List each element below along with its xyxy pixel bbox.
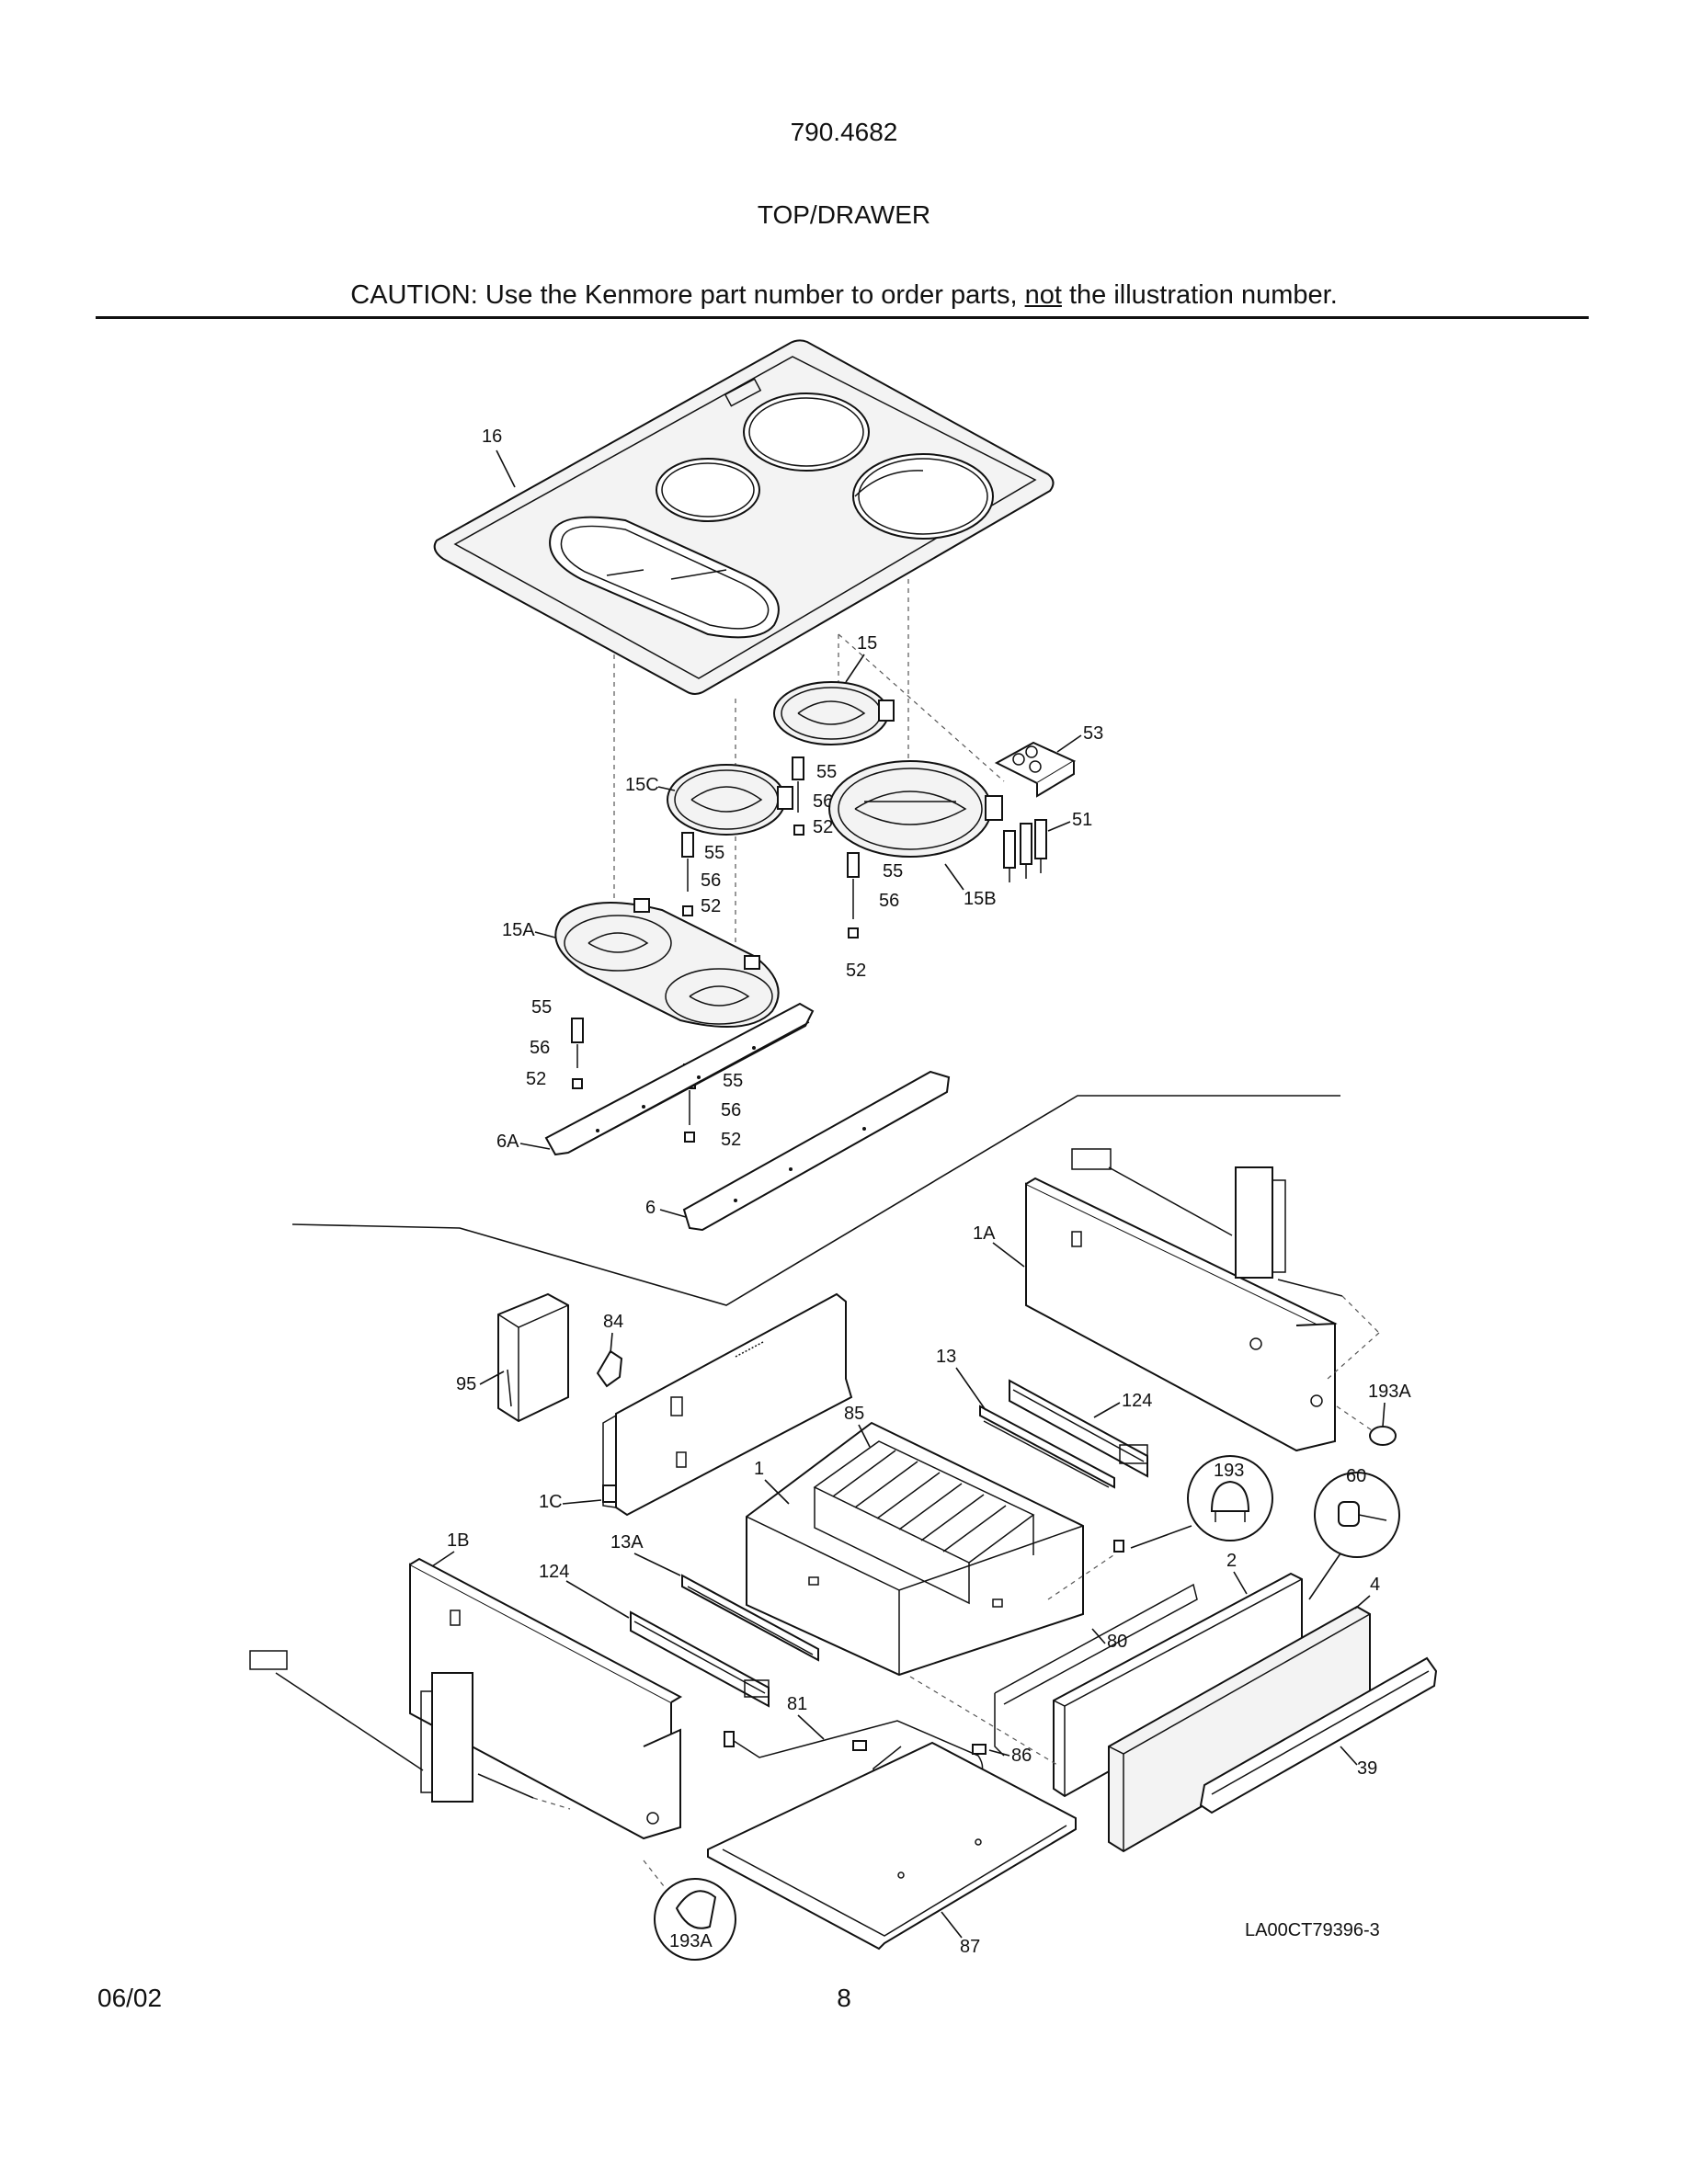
callout-1a: 1A <box>973 1223 996 1244</box>
caution-text-end: the illustration number. <box>1061 280 1338 310</box>
callout-52e: 52 <box>721 1130 741 1150</box>
oven-rack-85 <box>813 1440 1035 1605</box>
callout-1b: 1B <box>447 1530 469 1551</box>
revision-date: 06/02 <box>97 1984 163 2012</box>
callout-52b: 52 <box>701 896 721 916</box>
clip-84 <box>596 1349 623 1388</box>
hardware-set-a <box>792 756 804 836</box>
callout-53: 53 <box>1083 723 1103 744</box>
drawer-pan-1 <box>746 1421 1084 1677</box>
callout-124b: 124 <box>539 1562 569 1582</box>
callout-52c: 52 <box>846 961 866 981</box>
callout-87: 87 <box>960 1937 980 1957</box>
callout-51: 51 <box>1072 810 1092 830</box>
callout-193a-bottom: 193A <box>669 1931 713 1951</box>
callout-15b: 15B <box>964 889 997 909</box>
callout-16: 16 <box>482 427 502 447</box>
cooktop-burner-ring-rear-left <box>743 392 870 472</box>
callout-60: 60 <box>1346 1466 1366 1486</box>
callout-95: 95 <box>456 1374 476 1394</box>
callout-4: 4 <box>1370 1575 1380 1595</box>
screw-60-detail <box>1314 1472 1400 1558</box>
hardware-set-d <box>571 1018 584 1089</box>
surface-element-15b <box>828 760 1003 858</box>
rear-panel-1c <box>602 1292 853 1517</box>
page-number: 8 <box>837 1984 851 2012</box>
side-panel-1a <box>1025 1148 1343 1452</box>
surface-element-15 <box>773 681 895 745</box>
callout-13: 13 <box>936 1347 956 1367</box>
callout-6: 6 <box>645 1198 656 1218</box>
plug-button-193a-bottom-detail <box>654 1878 736 1961</box>
callout-81: 81 <box>787 1694 807 1714</box>
hardware-set-c <box>847 852 860 938</box>
callout-1c: 1C <box>539 1492 563 1512</box>
callout-85: 85 <box>844 1404 864 1424</box>
drawing-id: LA00CT79396-3 <box>1245 1920 1380 1940</box>
caution-emphasis: not <box>1024 280 1062 310</box>
callout-55e: 55 <box>723 1071 743 1091</box>
callout-55c: 55 <box>883 861 903 882</box>
drawer-bottom-87 <box>707 1741 1077 1951</box>
callout-56d: 56 <box>530 1038 550 1058</box>
callout-55a: 55 <box>816 762 837 782</box>
callout-55d: 55 <box>531 997 552 1018</box>
plug-button-193a-top <box>1369 1426 1397 1446</box>
callout-15c: 15C <box>625 775 659 795</box>
drawer-handle-39 <box>1199 1656 1438 1814</box>
callout-52a: 52 <box>813 817 833 837</box>
callout-56a: 56 <box>813 791 833 812</box>
callout-193a-top: 193A <box>1368 1382 1411 1402</box>
callout-15: 15 <box>857 633 877 654</box>
cooktop-glass-16 <box>433 339 1055 695</box>
callout-39: 39 <box>1357 1758 1377 1779</box>
callout-55b: 55 <box>704 843 724 863</box>
callout-13a: 13A <box>610 1532 644 1553</box>
header-divider <box>96 316 1589 319</box>
support-bracket-6a <box>544 1002 815 1156</box>
callout-6a: 6A <box>496 1132 519 1152</box>
hardware-set-b <box>681 832 694 916</box>
callout-80: 80 <box>1107 1632 1127 1652</box>
support-bracket-6 <box>682 1070 951 1232</box>
caution-notice: CAUTION: Use the Kenmore part number to … <box>0 280 1688 311</box>
callout-124a: 124 <box>1122 1391 1152 1411</box>
callout-56c: 56 <box>879 891 899 911</box>
section-title: TOP/DRAWER <box>757 200 931 229</box>
surface-element-15c <box>667 764 793 836</box>
callout-1: 1 <box>754 1459 764 1479</box>
callout-84: 84 <box>603 1312 623 1332</box>
callout-56e: 56 <box>721 1100 741 1120</box>
callout-52d: 52 <box>526 1069 546 1089</box>
wire-connectors-51 <box>1003 819 1047 882</box>
bridge-element-15a <box>554 898 780 1029</box>
plug-button-193-detail <box>1187 1455 1273 1541</box>
callout-86: 86 <box>1011 1746 1032 1766</box>
drawer-slide-124-left <box>630 1610 770 1708</box>
model-number: 790.4682 <box>790 118 898 146</box>
drawer-slide-13a <box>681 1574 819 1662</box>
callout-193: 193 <box>1214 1461 1244 1481</box>
drawer-slide-13 <box>979 1405 1115 1489</box>
cover-box-95 <box>497 1292 569 1423</box>
callout-15a: 15A <box>502 920 535 940</box>
side-panel-1b <box>249 1557 683 1840</box>
drawer-slide-124-right <box>1009 1379 1148 1478</box>
callout-56b: 56 <box>701 870 721 891</box>
caution-text-start: CAUTION: Use the Kenmore part number to … <box>350 280 1025 310</box>
terminal-block-bracket-53 <box>994 741 1077 798</box>
callout-2: 2 <box>1226 1551 1237 1571</box>
